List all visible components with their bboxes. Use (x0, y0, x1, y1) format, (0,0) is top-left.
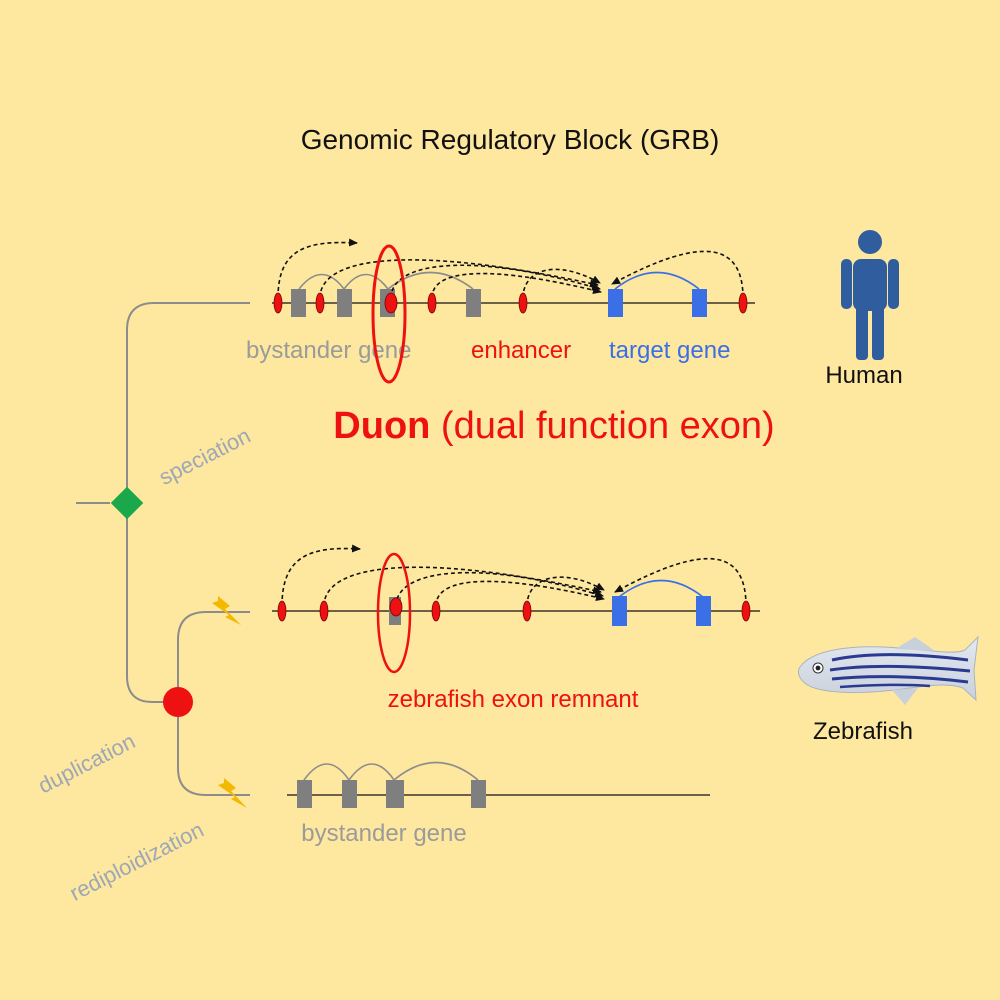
enhancer (738, 292, 748, 314)
evolution-tree: speciation duplication rediploidization (34, 302, 255, 906)
duon-caption: Duon (dual function exon) (333, 405, 774, 447)
lightning-icon (212, 596, 241, 625)
human-track: bystander gene enhancer target gene (246, 238, 755, 384)
enhancer-label: enhancer (471, 337, 571, 364)
bystander-exon (342, 780, 357, 808)
human-figure-icon (841, 230, 899, 360)
bystander-exon (386, 780, 404, 808)
speciation-label: speciation (155, 423, 255, 490)
enhancer (319, 600, 329, 622)
bystander-gene-label: bystander gene (301, 820, 466, 847)
enhancer (427, 292, 437, 314)
speciation-diamond-icon (110, 486, 144, 520)
bystander-exon (337, 289, 352, 317)
diagram-title: Genomic Regulatory Block (GRB) (301, 124, 720, 155)
enhancer (315, 292, 325, 314)
enhancer (277, 600, 287, 622)
target-exon (612, 596, 627, 626)
bystander-exon (291, 289, 306, 317)
enhancer-duon (384, 292, 398, 314)
target-gene-label: target gene (609, 337, 730, 364)
enhancer (741, 600, 751, 622)
enhancer (522, 600, 532, 622)
bystander-exon (471, 780, 486, 808)
target-exon (608, 289, 623, 317)
duon-description: (dual function exon) (430, 405, 774, 447)
bystander-exon (297, 780, 312, 808)
enhancer (273, 292, 283, 314)
zebrafish-icon (797, 635, 979, 705)
enhancer (518, 292, 528, 314)
zebrafish-species-label: Zebrafish (813, 718, 913, 745)
remnant-highlight-oval (376, 552, 412, 674)
duplication-circle-icon (163, 687, 193, 717)
human-species-label: Human (825, 362, 902, 389)
enhancer-remnant (389, 597, 403, 617)
duon-highlight-oval (371, 244, 407, 384)
bystander-exon (466, 289, 481, 317)
target-exon (696, 596, 711, 626)
target-exon (692, 289, 707, 317)
duplication-label: duplication (34, 728, 139, 798)
rediploidization-label: rediploidization (66, 817, 208, 906)
duon-bold: Duon (333, 405, 430, 447)
human-bystander-label: bystander gene (246, 337, 411, 364)
zebrafish-remnant-label: zebrafish exon remnant (388, 686, 639, 713)
bystander-track: bystander gene (287, 761, 710, 847)
enhancer (431, 600, 441, 622)
zebrafish-track: zebrafish exon remnant (272, 544, 760, 713)
lightning-icon (218, 778, 247, 808)
